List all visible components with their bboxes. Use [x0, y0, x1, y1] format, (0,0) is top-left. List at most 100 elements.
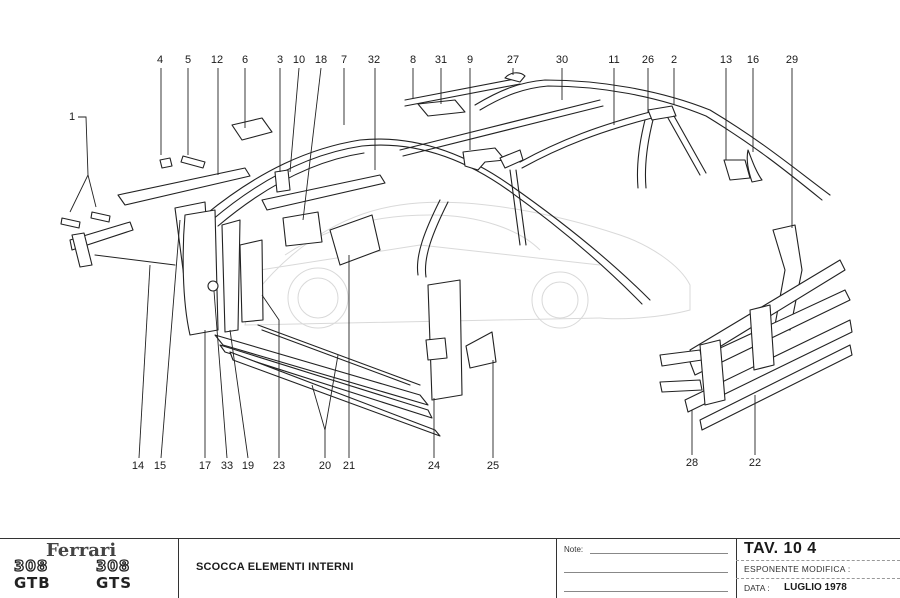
callout-label-9: 9 — [467, 54, 473, 66]
tav-separator-1 — [736, 560, 900, 561]
leader-line-15 — [160, 219, 181, 459]
note-line-3 — [564, 591, 728, 592]
sheet-title: SCOCCA ELEMENTI INTERNI — [196, 561, 354, 573]
leader-line-14 — [138, 264, 151, 459]
callout-label-13: 13 — [720, 54, 732, 66]
callout-21: 21 — [343, 255, 355, 472]
callout-17: 17 — [199, 330, 211, 472]
callout-11: 11 — [608, 54, 620, 125]
callout-2: 2 — [671, 54, 677, 105]
callout-label-19: 19 — [242, 460, 254, 472]
callout-label-31: 31 — [435, 54, 447, 66]
model-gtb: GTB — [14, 574, 51, 592]
callout-29: 29 — [786, 54, 798, 228]
callout-12: 12 — [211, 54, 223, 175]
callout-19: 19 — [229, 329, 254, 472]
callout-26: 26 — [642, 54, 654, 112]
callout-label-22: 22 — [749, 457, 761, 469]
callout-label-6: 6 — [242, 54, 248, 66]
callout-30: 30 — [556, 54, 568, 100]
tav-cell: TAV. 10 4 ESPONENTE MODIFICA : DATA : LU… — [736, 539, 900, 598]
callout-18: 18 — [302, 54, 327, 221]
leader-line-20-1 — [311, 384, 326, 458]
callout-label-25: 25 — [487, 460, 499, 472]
leader-line-20-2 — [324, 354, 339, 431]
callout-label-12: 12 — [211, 54, 223, 66]
date-label: DATA : — [744, 583, 770, 593]
callout-label-4: 4 — [157, 54, 163, 66]
esponente-modifica-label: ESPONENTE MODIFICA : — [744, 564, 851, 574]
callout-label-29: 29 — [786, 54, 798, 66]
callout-4: 4 — [157, 54, 163, 155]
leader-line-1-2 — [87, 174, 97, 208]
callout-label-1: 1 — [69, 111, 75, 123]
callout-label-28: 28 — [686, 457, 698, 469]
callout-label-33: 33 — [221, 460, 233, 472]
callout-label-17: 17 — [199, 460, 211, 472]
sill-structure — [214, 279, 497, 437]
callout-32: 32 — [368, 54, 380, 170]
callout-label-20: 20 — [319, 460, 331, 472]
callout-28: 28 — [686, 410, 698, 469]
callout-25: 25 — [487, 360, 499, 472]
ferrari-logo: Ferrari — [46, 540, 117, 561]
callout-10: 10 — [289, 54, 305, 173]
logo-cell: Ferrari 308 GTB 308 GTS — [0, 539, 179, 598]
note-line-1 — [590, 553, 728, 554]
callout-label-15: 15 — [154, 460, 166, 472]
tav-number: TAV. 10 4 — [744, 540, 817, 557]
callout-7: 7 — [341, 54, 347, 125]
callout-label-5: 5 — [185, 54, 191, 66]
callout-label-24: 24 — [428, 460, 440, 472]
front-structure — [60, 117, 386, 336]
tav-separator-2 — [736, 578, 900, 579]
callout-16: 16 — [747, 54, 759, 152]
leader-line-19 — [229, 329, 249, 459]
callout-31: 31 — [435, 54, 447, 104]
callout-label-10: 10 — [293, 54, 305, 66]
callout-33: 33 — [213, 290, 233, 472]
note-label: Note: — [564, 545, 584, 554]
callout-label-7: 7 — [341, 54, 347, 66]
callout-label-16: 16 — [747, 54, 759, 66]
callout-5: 5 — [185, 54, 191, 155]
callout-8: 8 — [410, 54, 416, 98]
callout-label-8: 8 — [410, 54, 416, 66]
leader-line-23 — [261, 294, 280, 458]
leader-line-33 — [213, 290, 228, 459]
callout-3: 3 — [277, 54, 283, 172]
callout-label-30: 30 — [556, 54, 568, 66]
callout-20: 20 — [311, 354, 339, 472]
note-cell: Note: — [556, 539, 737, 598]
callout-label-11: 11 — [608, 54, 619, 66]
leader-line-10 — [289, 67, 300, 173]
callout-13: 13 — [720, 54, 732, 160]
callout-label-26: 26 — [642, 54, 654, 66]
date-value: LUGLIO 1978 — [784, 582, 847, 593]
model-gts: GTS — [96, 574, 133, 592]
note-line-2 — [564, 572, 728, 573]
callout-15: 15 — [154, 219, 181, 472]
callout-label-23: 23 — [273, 460, 285, 472]
model-308-gtb-number: 308 — [13, 557, 49, 575]
callout-label-2: 2 — [671, 54, 677, 66]
callout-27: 27 — [507, 54, 519, 75]
callout-24: 24 — [428, 398, 440, 472]
callout-label-18: 18 — [315, 54, 327, 66]
callout-label-21: 21 — [343, 460, 355, 472]
callout-label-27: 27 — [507, 54, 519, 66]
title-cell: SCOCCA ELEMENTI INTERNI — [178, 539, 557, 598]
leader-line-1-1 — [69, 116, 89, 213]
callout-22: 22 — [749, 395, 761, 469]
callout-label-14: 14 — [132, 460, 144, 472]
leader-line-18 — [302, 67, 322, 221]
callout-label-3: 3 — [277, 54, 283, 66]
callout-14: 14 — [132, 264, 151, 472]
callout-label-32: 32 — [368, 54, 380, 66]
rear-subframe — [659, 224, 853, 431]
title-block: Ferrari 308 GTB 308 GTS SCOCCA ELEMENTI … — [0, 538, 900, 598]
model-308-gts-number: 308 — [95, 557, 131, 575]
callout-1: 1 — [69, 111, 97, 213]
